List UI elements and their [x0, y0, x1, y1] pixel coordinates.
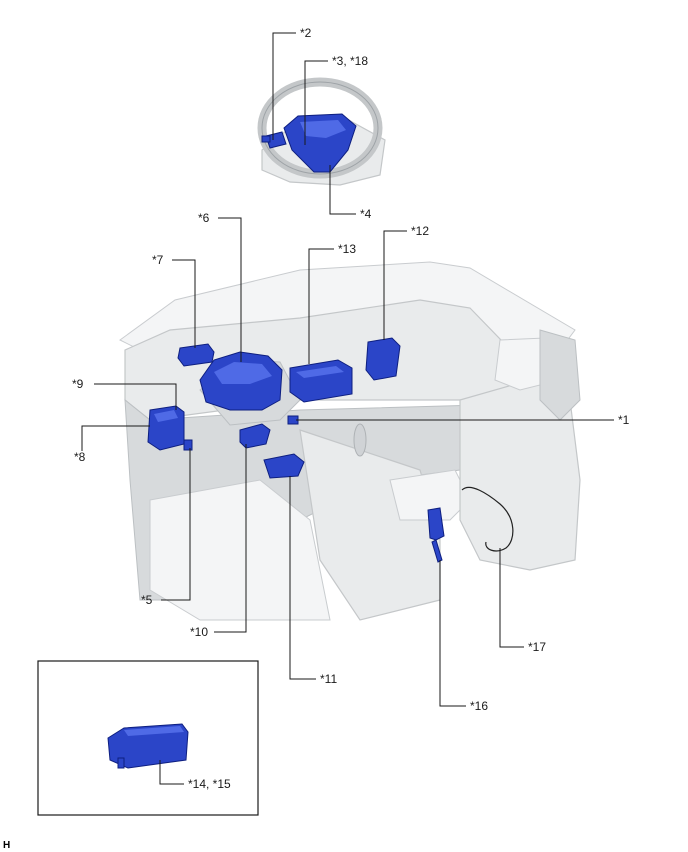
leader-lines [81, 32, 614, 785]
corner-mark: H [3, 840, 10, 851]
label-13: *13 [338, 242, 356, 256]
component-5 [183, 439, 193, 451]
steering-wheel-illustration [257, 77, 386, 186]
label-14-15: *14, *15 [188, 777, 231, 791]
component-13 [289, 359, 353, 403]
label-5: *5 [141, 593, 153, 607]
label-17: *17 [528, 640, 546, 654]
label-1: *1 [618, 413, 630, 427]
component-12 [365, 337, 401, 381]
label-4: *4 [360, 207, 372, 221]
component-11 [263, 453, 305, 479]
label-12: *12 [411, 224, 429, 238]
label-6: *6 [198, 211, 210, 225]
component-17 [461, 486, 514, 552]
component-7 [177, 343, 215, 367]
component-16 [427, 507, 445, 541]
label-9: *9 [72, 377, 84, 391]
component-10 [239, 423, 271, 449]
label-16: *16 [470, 699, 488, 713]
component-parts [147, 337, 514, 563]
label-8: *8 [74, 450, 86, 464]
label-7: *7 [152, 253, 164, 267]
inset-box [37, 660, 259, 816]
label-2: *2 [300, 26, 312, 40]
label-10: *10 [190, 625, 208, 639]
label-3-18: *3, *18 [332, 54, 368, 68]
label-11: *11 [320, 672, 337, 686]
callout-labels: *2 *3, *18 *4 *6 *7 *13 *12 *9 *8 *5 *10… [3, 26, 630, 851]
